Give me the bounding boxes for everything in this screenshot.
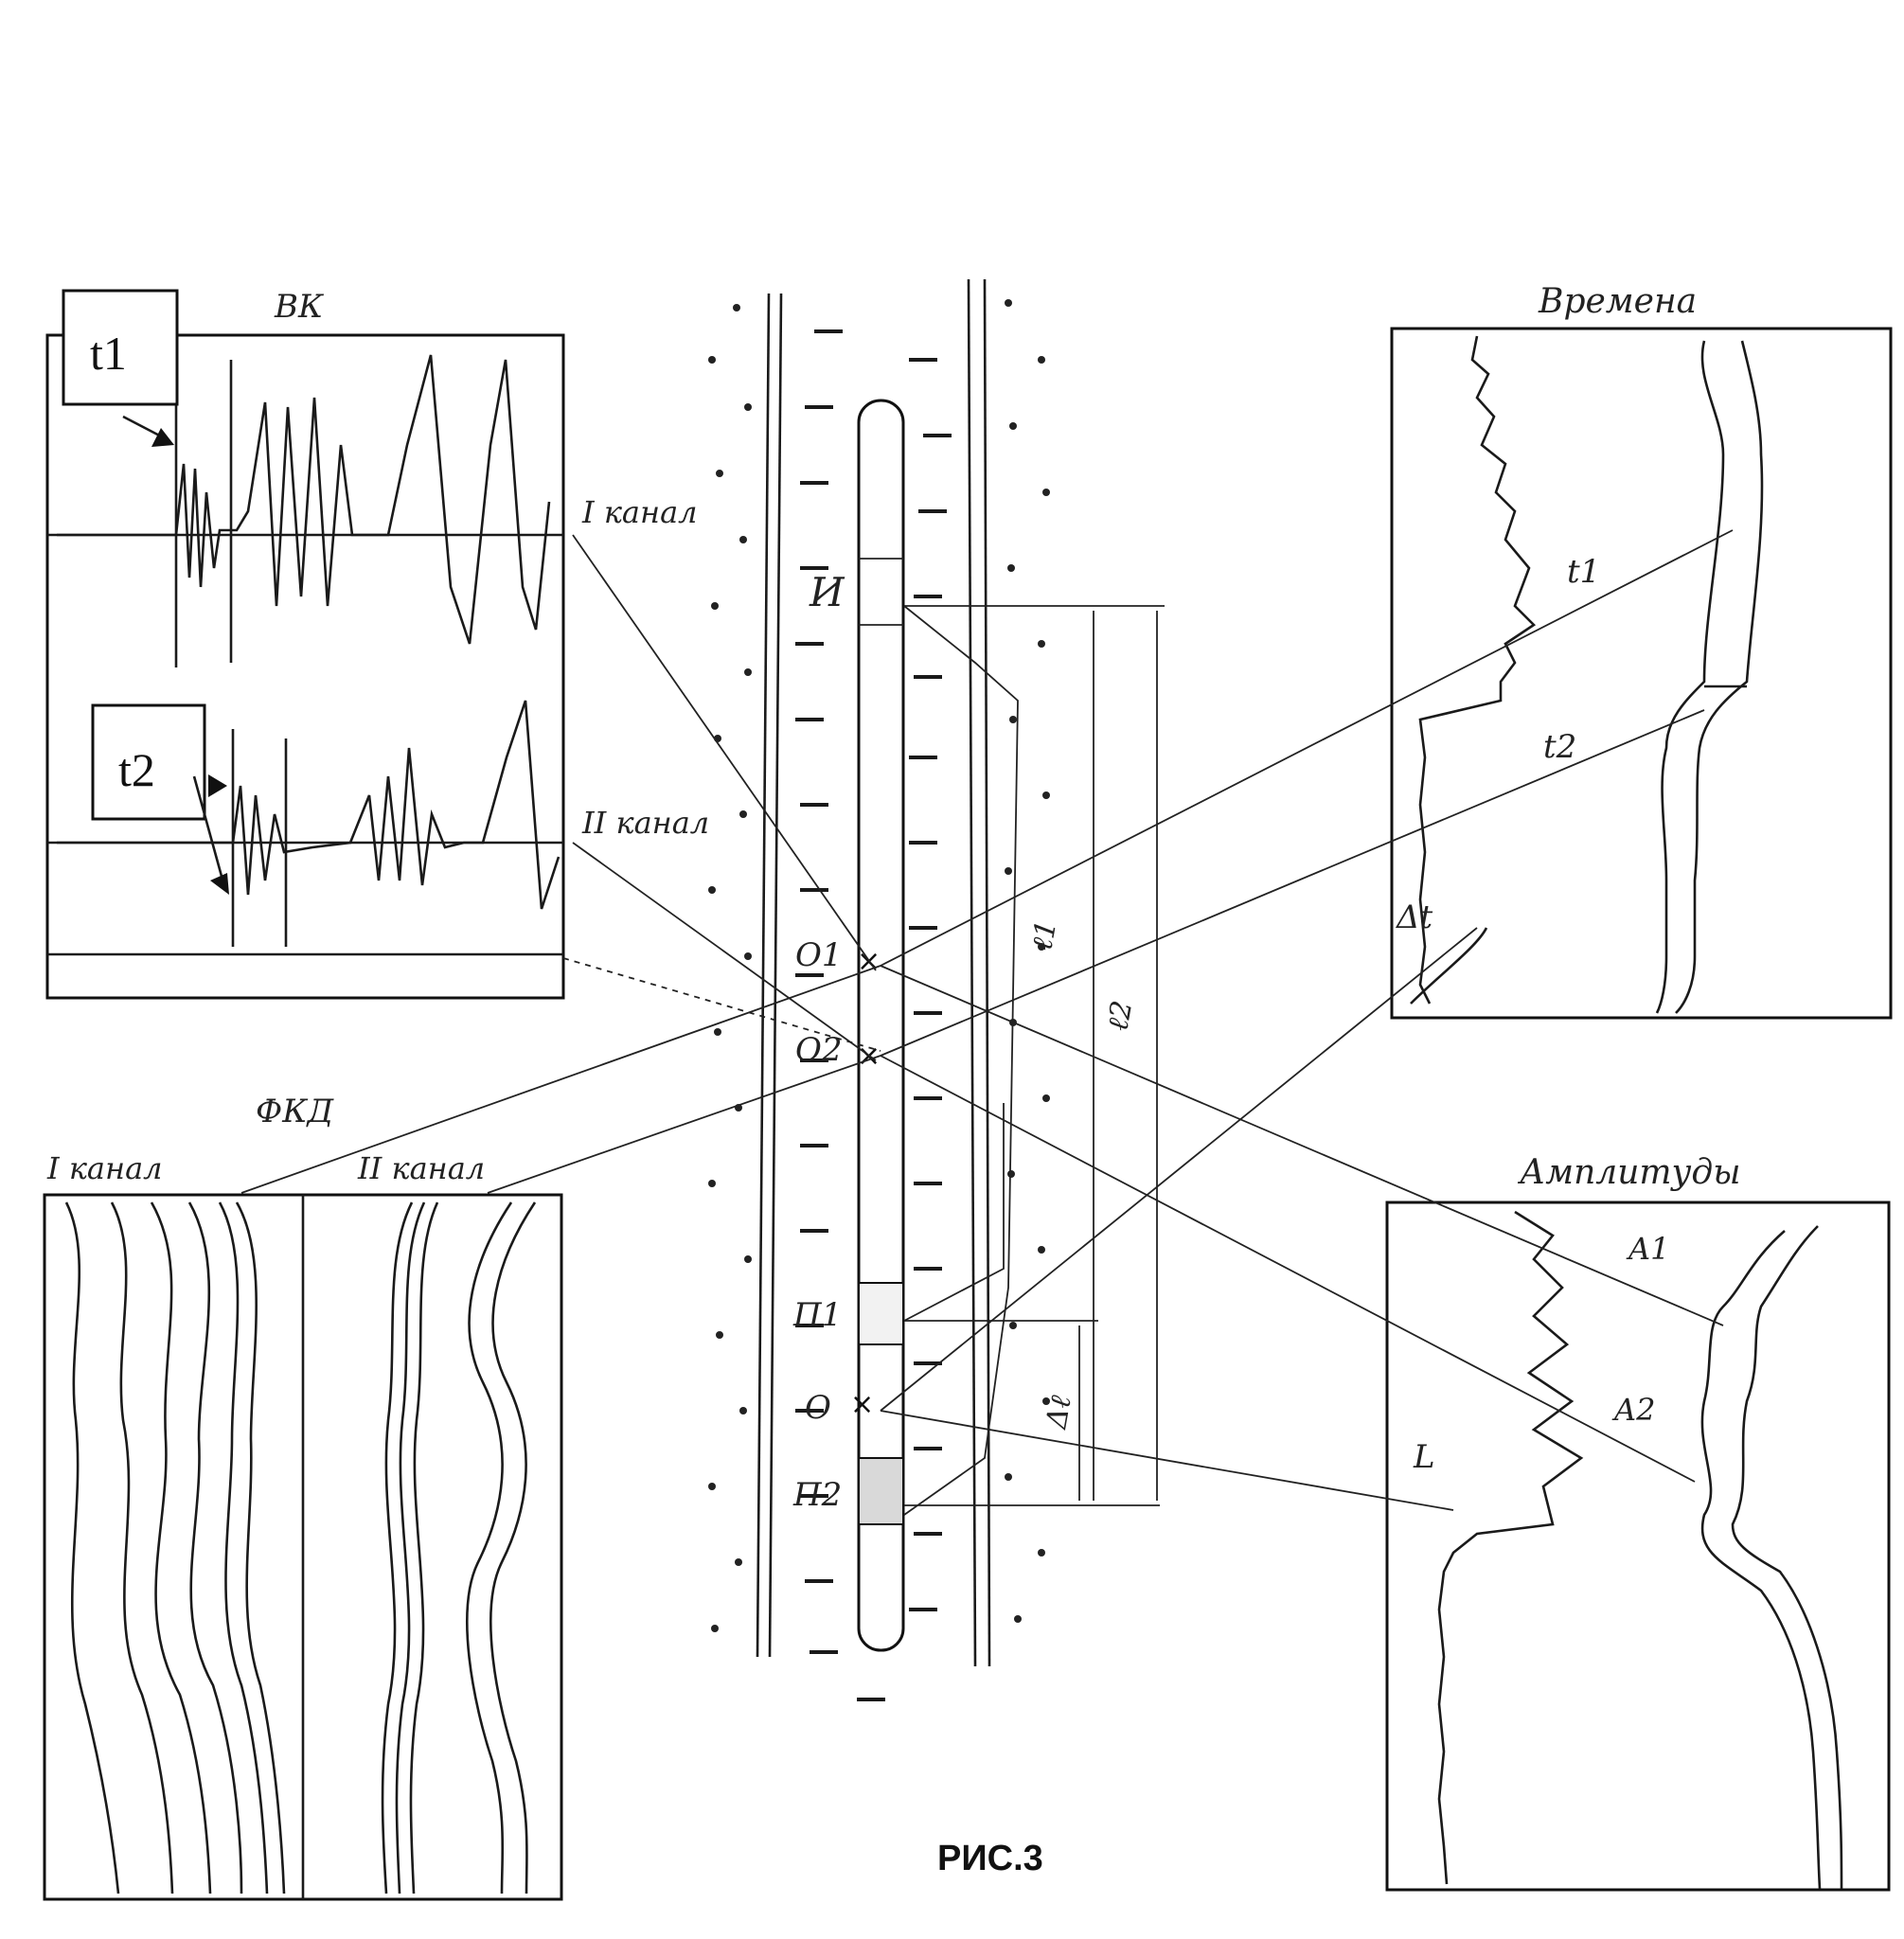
tool-receiver2-label: П2 bbox=[792, 1476, 842, 1514]
times-curve-t1 bbox=[1418, 335, 1537, 1005]
arrow-o2-to-fkd-ch2 bbox=[487, 1055, 881, 1194]
tool-point1-label: O1 bbox=[795, 936, 843, 974]
point0-cross-icon: × bbox=[850, 1388, 874, 1421]
tool-dist2-label: ℓ2 bbox=[1101, 998, 1139, 1033]
vk-channel1-waveform bbox=[57, 354, 551, 645]
arrow-vk-ch2-to-o2 bbox=[572, 842, 877, 1061]
amplitudes-curve-right bbox=[1731, 1225, 1843, 1890]
times-panel: Времена t1 t2 Δt bbox=[1390, 282, 1893, 1020]
ray-path-receiver2 bbox=[903, 605, 1019, 1516]
times-curve-t2-right bbox=[1675, 340, 1764, 1014]
tool-delta-label: Δℓ bbox=[1040, 1393, 1078, 1432]
vk-t2-marker-box bbox=[91, 703, 206, 821]
borehole-fluid-dashes bbox=[795, 329, 952, 1701]
times-dt-bracket bbox=[1410, 927, 1488, 1005]
tool-point0-label: O bbox=[805, 1389, 831, 1427]
vk-t2-upper-arrowhead bbox=[208, 774, 227, 797]
vk-t1-arrowhead bbox=[151, 428, 174, 447]
vk-t2-arrowhead bbox=[210, 873, 229, 895]
fkd-panel: ФКД I канал II канал bbox=[43, 1093, 563, 1901]
tool-source-label: И bbox=[809, 569, 845, 615]
fkd-channel1-trace-5 bbox=[218, 1201, 269, 1895]
arrow-vk-ch1-to-o1 bbox=[572, 534, 877, 971]
amplitudes-a1-label: A1 bbox=[1626, 1231, 1669, 1267]
vk-t1-marker-box bbox=[62, 289, 179, 406]
amplitudes-l-label: L bbox=[1413, 1438, 1435, 1476]
fkd-channel2-trace-2 bbox=[395, 1201, 426, 1895]
formation-dots-right bbox=[1005, 299, 1050, 1623]
fkd-channel1-trace-3 bbox=[150, 1201, 212, 1895]
fkd-channel2-label: II канал bbox=[357, 1150, 485, 1186]
amplitudes-frame bbox=[1385, 1201, 1891, 1892]
times-t1-label: t1 bbox=[1567, 553, 1600, 591]
vk-title: ВК bbox=[274, 288, 325, 326]
fkd-channel1-label: I канал bbox=[46, 1150, 163, 1186]
tool-receiver2 bbox=[858, 1457, 904, 1525]
amplitudes-curve-left bbox=[1700, 1230, 1822, 1890]
fkd-channel1-trace-6 bbox=[235, 1201, 286, 1895]
arrow-o1-to-a1 bbox=[880, 965, 1724, 1326]
amplitudes-panel: Амплитуды A1 A2 L bbox=[1385, 1153, 1891, 1892]
fkd-title: ФКД bbox=[256, 1093, 335, 1130]
tool-point2-label: O2 bbox=[795, 1031, 843, 1069]
amplitudes-curve-l bbox=[1437, 1210, 1584, 1885]
casing-left-inner bbox=[768, 293, 783, 1658]
times-curve-t2-left bbox=[1655, 340, 1725, 1014]
arrow-o2-to-t2 bbox=[880, 709, 1705, 1057]
fkd-channel1-trace-1 bbox=[64, 1201, 120, 1895]
arrow-cross-extra bbox=[562, 957, 881, 1052]
arrow-o-to-l bbox=[880, 1410, 1454, 1511]
arrow-o2-to-a2 bbox=[880, 1055, 1696, 1483]
formation-dots-left bbox=[708, 304, 752, 1632]
amplitudes-title: Амплитуды bbox=[1517, 1153, 1741, 1192]
fkd-channel2-trace-1 bbox=[381, 1201, 414, 1895]
vk-t2-pointer bbox=[192, 775, 227, 891]
fkd-channel1-trace-4 bbox=[187, 1201, 243, 1895]
borehole-section: И O1 O2 П1 O П2 × × × ℓ1 ℓ2 Δℓ РИС.3 bbox=[708, 278, 1165, 1878]
vk-channel1-label: I канал bbox=[581, 494, 698, 530]
amplitudes-a2-label: A2 bbox=[1611, 1392, 1655, 1428]
vk-channel2-label: II канал bbox=[581, 805, 709, 841]
times-t2-label: t2 bbox=[1543, 728, 1576, 766]
casing-left-outer bbox=[756, 293, 771, 1658]
vk-t1-marker: t1 bbox=[90, 327, 127, 380]
fkd-channel1-trace-2 bbox=[110, 1201, 174, 1895]
ray-path-receiver1 bbox=[903, 1103, 1005, 1322]
fkd-channel2-trace-5 bbox=[489, 1201, 537, 1895]
tool-receiver1-label: П1 bbox=[792, 1296, 842, 1334]
figure-caption: РИС.3 bbox=[937, 1839, 1043, 1878]
arrow-o1-to-fkd-ch1 bbox=[240, 965, 881, 1194]
fkd-channel2-trace-4 bbox=[466, 1201, 513, 1895]
vk-panel: ВК I канал II канал t1 t2 bbox=[45, 288, 709, 1000]
times-dt-label: Δt bbox=[1395, 898, 1433, 936]
times-title: Времена bbox=[1538, 282, 1697, 321]
tool-receiver1 bbox=[858, 1282, 904, 1345]
arrow-o1-to-t1 bbox=[880, 529, 1734, 967]
tool-dist1-label: ℓ1 bbox=[1025, 917, 1063, 952]
connector-arrows bbox=[240, 529, 1734, 1511]
casing-right-inner bbox=[967, 278, 977, 1667]
fkd-channel2-trace-3 bbox=[409, 1201, 439, 1895]
vk-t2-marker: t2 bbox=[118, 743, 155, 796]
vk-frame bbox=[45, 333, 565, 1000]
times-frame bbox=[1390, 327, 1893, 1020]
arrow-o-to-dt bbox=[880, 927, 1478, 1412]
vk-channel2-waveform bbox=[57, 700, 561, 910]
